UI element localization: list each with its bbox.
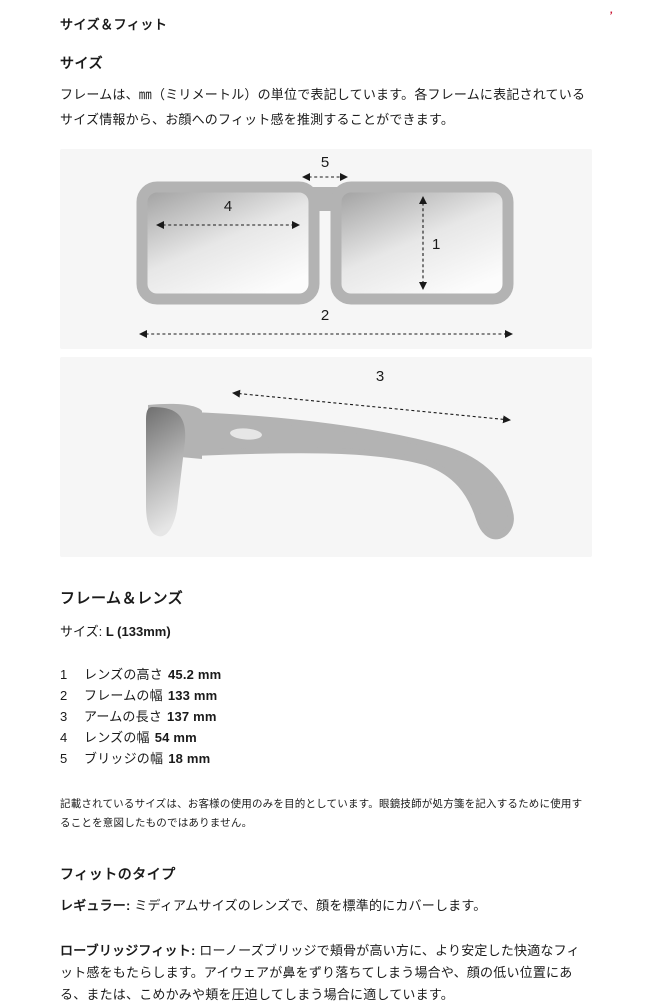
measurement-list: 1 レンズの高さ 45.2 mm 2 フレームの幅 133 mm 3 アームの長… — [60, 664, 592, 769]
size-description: フレームは、㎜（ミリメートル）の単位で表記しています。各フレームに表記されている… — [60, 87, 586, 128]
measurement-number: 2 — [60, 687, 68, 703]
fit-type-regular: レギュラー: ミディアムサイズのレンズで、顔を標準的にカバーします。 — [60, 895, 592, 917]
right-lens — [330, 181, 514, 305]
fit-type-lowbridge-description: ローノーズブリッジで頬骨が高い方に、より安定した快適なフィット感をもたらします。… — [60, 942, 580, 1002]
measurement-value: 137 mm — [167, 708, 217, 724]
fit-type-regular-description: ミディアムサイズのレンズで、顔を標準的にカバーします。 — [130, 898, 487, 914]
measurement-value: 18 mm — [168, 750, 211, 766]
red-accent-mark: ’ — [607, 9, 614, 23]
fit-type-lowbridge: ローブリッジフィット: ローノーズブリッジで頬骨が高い方に、より安定した快適なフ… — [60, 940, 592, 1006]
measurement-row: 2 フレームの幅 133 mm — [60, 685, 592, 706]
measurement-label: フレームの幅 — [84, 687, 163, 703]
frame-width-label: 2 — [321, 307, 329, 324]
lens-height-label: 1 — [432, 236, 440, 253]
measurement-value: 133 mm — [167, 687, 218, 703]
measurement-row: 5 ブリッジの幅 18 mm — [60, 748, 592, 769]
fit-type-regular-name: レギュラー: — [60, 898, 131, 914]
side-view-diagram: 3 — [60, 356, 592, 557]
measurement-row: 1 レンズの高さ 45.2 mm — [60, 664, 592, 685]
measurement-value: 54 mm — [154, 729, 197, 745]
page-title: サイズ＆フィット — [60, 17, 168, 32]
measurement-label: レンズの高さ — [84, 666, 163, 682]
measurement-label: レンズの幅 — [84, 729, 150, 745]
measurement-label: ブリッジの幅 — [84, 750, 164, 766]
fit-type-heading: フィットのタイプ — [60, 866, 176, 883]
sunglasses-front-illustration: 5 4 1 2 — [136, 154, 514, 338]
front-view-diagram: 5 4 1 2 — [60, 148, 592, 349]
frame-lens-heading: フレーム＆レンズ — [60, 589, 184, 607]
fit-type-lowbridge-name: ローブリッジフィット: — [60, 942, 196, 958]
measurement-number: 5 — [60, 750, 68, 766]
sunglasses-side-illustration: 3 — [146, 368, 514, 540]
measurement-row: 4 レンズの幅 54 mm — [60, 727, 592, 748]
left-lens — [136, 181, 320, 305]
size-value: L (133mm) — [105, 623, 171, 639]
size-disclaimer: 記載されているサイズは、お客様の使用のみを目的としています。眼鏡技師が処方箋を記… — [60, 797, 583, 829]
measurement-value: 45.2 mm — [167, 666, 222, 682]
size-section-heading: サイズ — [60, 55, 104, 71]
measurement-number: 1 — [60, 666, 68, 682]
lens-width-label: 4 — [224, 198, 232, 215]
arm-length-label: 3 — [376, 368, 384, 385]
temple-logo-icon — [230, 428, 262, 440]
size-label: サイズ: — [60, 623, 103, 639]
measurement-number: 3 — [60, 708, 68, 724]
size-line: サイズ: L (133mm) — [60, 621, 592, 640]
measurement-label: アームの長さ — [84, 708, 163, 724]
arm-length-arrow — [232, 389, 511, 423]
temple-arm — [189, 411, 514, 540]
measurement-number: 4 — [60, 729, 68, 745]
side-lens — [146, 406, 186, 537]
bridge-width-label: 5 — [321, 154, 329, 171]
measurement-row: 3 アームの長さ 137 mm — [60, 706, 592, 727]
